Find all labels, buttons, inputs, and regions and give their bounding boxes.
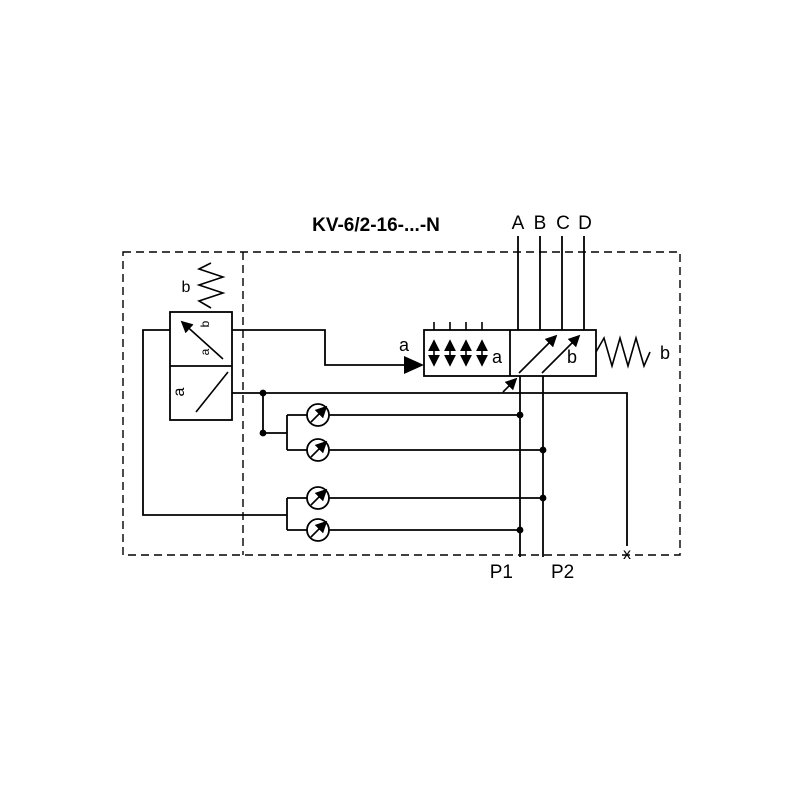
junction-dot bbox=[516, 411, 524, 419]
pilot-spring-symbol bbox=[196, 262, 226, 309]
flow-cross-arrow bbox=[518, 334, 558, 374]
pilot-port-label: a bbox=[399, 335, 410, 355]
pilot-flow-arrow bbox=[180, 320, 224, 360]
check-valves bbox=[306, 403, 330, 542]
solenoid-label: a bbox=[171, 387, 188, 396]
main-valve: a b bbox=[423, 322, 597, 393]
junctions bbox=[259, 389, 547, 534]
drain-flow-arrow bbox=[502, 377, 518, 393]
enclosure bbox=[122, 251, 681, 556]
check-valve-arrow bbox=[310, 405, 328, 423]
piping bbox=[142, 329, 628, 557]
pilot-line bbox=[232, 329, 404, 366]
pilot-position-b-label: b bbox=[198, 320, 212, 327]
main-valve-position-a-label: a bbox=[492, 347, 503, 367]
drain-plug-symbol: x bbox=[623, 546, 631, 563]
lower-feed-line bbox=[142, 329, 287, 516]
check-valve-arrow bbox=[310, 520, 328, 538]
top-ports: A B C D bbox=[512, 213, 592, 330]
main-valve-position-b-label: b bbox=[567, 347, 577, 367]
pilot-spring-label: b bbox=[182, 279, 191, 296]
enclosure-boundary bbox=[122, 251, 681, 556]
junction-dot bbox=[516, 526, 524, 534]
junction-dot bbox=[539, 494, 547, 502]
bottom-ports: P1 P2 x bbox=[490, 546, 631, 583]
main-valve-spring: b bbox=[595, 335, 670, 369]
port-label-b: B bbox=[534, 213, 547, 234]
junction-dot bbox=[539, 446, 547, 454]
diagram-title: KV-6/2-16-...-N bbox=[312, 215, 440, 236]
port-label-d: D bbox=[578, 213, 592, 234]
upper-feed-line bbox=[262, 393, 287, 434]
check-valve-arrow bbox=[310, 440, 328, 458]
port-label-p2: P2 bbox=[551, 562, 574, 583]
port-label-p1: P1 bbox=[490, 562, 513, 583]
port-label-c: C bbox=[556, 213, 570, 234]
spring-symbol bbox=[595, 335, 651, 369]
solenoid-symbol bbox=[195, 371, 229, 413]
junction-dot bbox=[259, 389, 267, 397]
pilot-position-a-label: a bbox=[198, 348, 212, 355]
drain-line bbox=[232, 392, 628, 546]
check-valve-arrow bbox=[310, 488, 328, 506]
junction-dot bbox=[259, 429, 267, 437]
port-label-a: A bbox=[512, 213, 525, 234]
pilot-valve: b b a a bbox=[169, 262, 233, 421]
flow-cross-arrow bbox=[541, 334, 581, 374]
pilot-arrowhead-icon bbox=[404, 356, 424, 374]
main-valve-spring-label: b bbox=[660, 343, 670, 363]
pilot-control-line: a bbox=[232, 329, 424, 374]
